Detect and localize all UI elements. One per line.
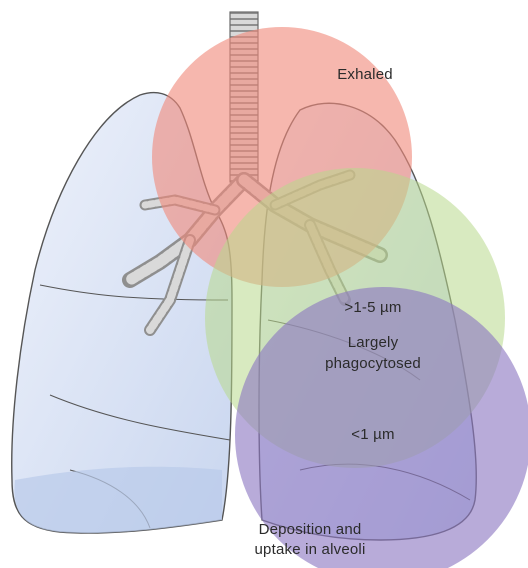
alveoli-label-line2: uptake in alveoli: [230, 540, 390, 560]
phagocytosed-size-label: >1-5 µm: [318, 298, 428, 318]
phagocytosed-label-line2: phagocytosed: [308, 354, 438, 374]
alveoli-label-line1: Deposition and: [235, 520, 385, 540]
alveoli-size-label: <1 µm: [318, 425, 428, 445]
exhaled-label: Exhaled: [300, 65, 430, 85]
phagocytosed-label-line1: Largely: [318, 333, 428, 353]
